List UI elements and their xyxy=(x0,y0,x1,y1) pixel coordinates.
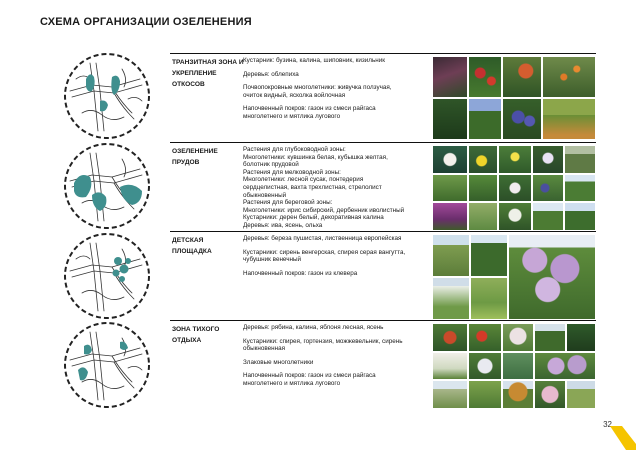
plan-diagram-quiet-zone xyxy=(62,320,152,410)
photo-reeds xyxy=(564,145,596,174)
photo-dogwood xyxy=(468,202,498,231)
section-description: Деревья: рябина, калина, яблоня лесная, … xyxy=(243,324,433,388)
section-title: ОЗЕЛЕНЕНИЕ ПРУДОВ xyxy=(172,148,218,166)
description-line: Многолетники: кувшинка белая, кубышка же… xyxy=(243,153,388,169)
photo-water-lily xyxy=(432,145,468,174)
description-line: Кустарники: спирея, гортензия, можжевель… xyxy=(243,337,403,353)
photo-collage xyxy=(432,145,596,231)
photo-rowan xyxy=(432,323,468,352)
description-line: Кустарник: бузина, калина, шиповник, киз… xyxy=(243,57,385,64)
page-number: 32 xyxy=(603,420,612,429)
section-transit-zone: ТРАНЗИТНАЯ ЗОНА И УКРЕПЛЕНИЕ ОТКОСОВ Кус… xyxy=(170,53,596,140)
section-description: Деревья: береза пушистая, лиственница ев… xyxy=(243,235,433,277)
photo-loosestrife xyxy=(564,174,596,202)
playground-shape xyxy=(112,257,131,282)
photo-guelder-rose xyxy=(468,323,502,352)
section-pond-greening: ОЗЕЛЕНЕНИЕ ПРУДОВ Растения для глубоково… xyxy=(170,142,596,231)
photo-ash-tree xyxy=(534,323,566,352)
corner-accent-icon xyxy=(610,426,636,450)
description-line: Многолетники: лесной сусак, понтедерия с… xyxy=(243,176,382,199)
section-title: ДЕТСКАЯ ПЛОЩАДКА xyxy=(172,237,212,255)
photo-purple-shrub xyxy=(432,202,468,231)
page-title: СХЕМА ОРГАНИЗАЦИИ ОЗЕЛЕНЕНИЯ xyxy=(40,16,252,28)
photo-spirea xyxy=(432,277,470,320)
photo-iris xyxy=(532,174,564,202)
photo-arrowhead xyxy=(432,174,468,202)
section-description: Кустарник: бузина, калина, шиповник, киз… xyxy=(243,57,433,121)
description-line: Кустарники: дерен белый, декоративная ка… xyxy=(243,214,384,222)
photo-larch xyxy=(470,234,508,277)
photo-lilac-common xyxy=(534,352,596,380)
pond-shape xyxy=(74,175,142,211)
description-line: Напочвенный покров: газон из смеси райга… xyxy=(243,105,376,120)
photo-hydrangea-pink xyxy=(534,380,566,409)
photo-juniper xyxy=(502,352,534,380)
photo-lawn-mix xyxy=(566,380,596,409)
photo-meadow xyxy=(468,380,502,409)
photo-grasses xyxy=(432,380,468,409)
description-line: Растения для глубоководной зоны: xyxy=(243,146,346,153)
section-title: ТРАНЗИТНАЯ ЗОНА И УКРЕПЛЕНИЕ ОТКОСОВ xyxy=(172,59,244,88)
photo-viburnum xyxy=(498,202,532,231)
description-line: Многолетники: ирис сибирский, дербенник … xyxy=(243,206,405,214)
photo-mockorange xyxy=(470,277,508,320)
description-line: Деревья: береза пушистая, лиственница ев… xyxy=(243,235,402,242)
photo-flowers xyxy=(532,145,564,174)
section-quiet-rest-zone: ЗОНА ТИХОГО ОТДЫХА Деревья: рябина, кали… xyxy=(170,320,596,409)
description-line: Деревья: облепиха xyxy=(243,70,299,78)
photo-bugle xyxy=(502,98,542,140)
photo-lilac xyxy=(508,234,596,320)
section-description: Растения для глубоководной зоны: Многоле… xyxy=(243,146,433,230)
plan-diagram-ponds xyxy=(62,141,152,231)
description-line: Растения для береговой зоны: xyxy=(243,199,333,207)
photo-bogbean xyxy=(498,174,532,202)
plan-diagram-playground xyxy=(62,231,152,321)
photo-seabuckthorn xyxy=(542,56,596,98)
photo-marsh xyxy=(498,145,532,174)
photo-shrubs xyxy=(502,56,542,98)
photo-willow xyxy=(532,202,564,231)
description-line: Почвопокровные многолетники: живучка пол… xyxy=(243,84,392,99)
description-line: Растения для мелководной зоны: xyxy=(243,168,341,176)
plan-diagram-transit xyxy=(62,51,152,141)
photo-collage xyxy=(432,56,596,140)
photo-crown xyxy=(566,323,596,352)
photo-spiraea xyxy=(432,352,468,380)
photo-elderberry xyxy=(432,56,468,98)
section-playground: ДЕТСКАЯ ПЛОЩАДКА Деревья: береза пушиста… xyxy=(170,231,596,320)
description-line: Кустарники: сирень венгерская, спирея се… xyxy=(243,248,406,264)
photo-birch xyxy=(432,234,470,277)
photo-yellow-lily xyxy=(468,145,498,174)
photo-autumn-tree xyxy=(502,380,534,409)
photo-lawn xyxy=(542,98,596,140)
photo-collage xyxy=(432,234,596,320)
photo-hedge xyxy=(432,98,468,140)
quiet-zone-shape xyxy=(78,341,128,381)
photo-groundcover xyxy=(468,98,502,140)
photo-hydrangea xyxy=(468,352,502,380)
description-line: Напочвенный покров: газон из клевера xyxy=(243,269,358,277)
photo-apple-tree xyxy=(502,323,534,352)
photo-ash xyxy=(564,202,596,231)
photo-collage xyxy=(432,323,596,409)
pond-shape xyxy=(86,74,120,112)
photo-rosehip xyxy=(468,56,502,98)
photo-pickerel xyxy=(468,174,498,202)
description-line: Деревья: рябина, калина, яблоня лесная, … xyxy=(243,324,384,331)
description-line: Напочвенный покров: газон из смеси райга… xyxy=(243,372,376,387)
description-line: Злаковые многолетники xyxy=(243,358,314,366)
description-line: Деревья: ива, ясень, ольха xyxy=(243,221,323,229)
section-title: ЗОНА ТИХОГО ОТДЫХА xyxy=(172,326,220,344)
